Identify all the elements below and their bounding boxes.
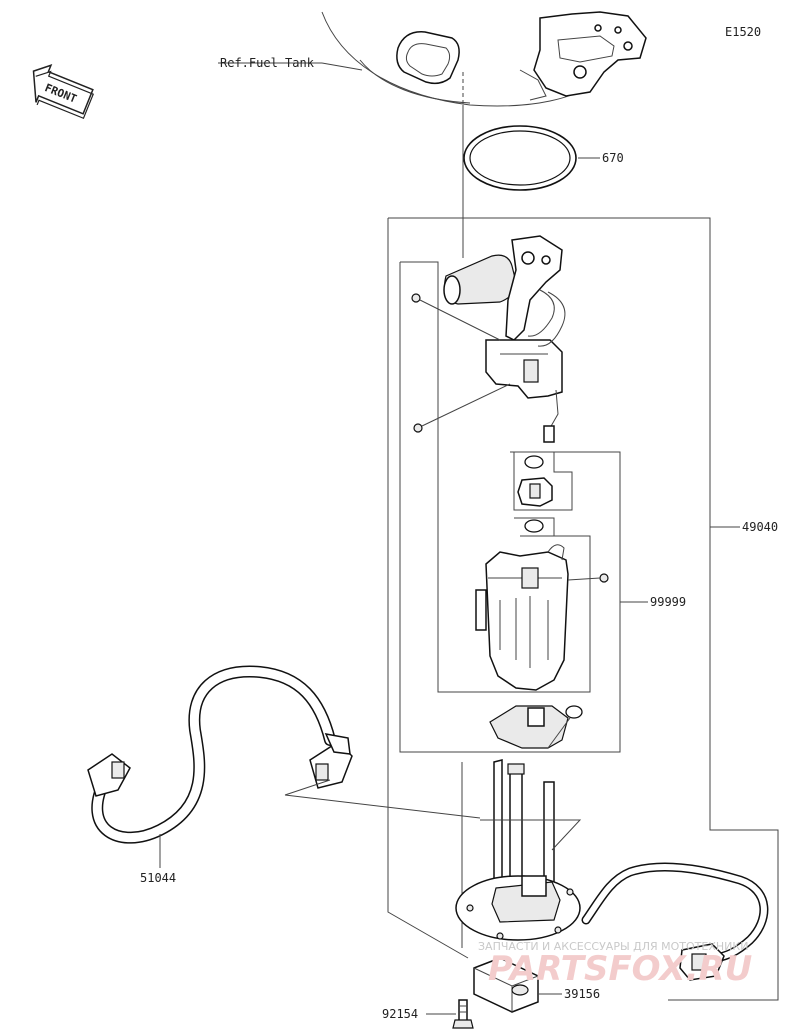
fuel-hose-part	[87, 665, 353, 844]
fuel-tank-reference	[321, 11, 647, 107]
part-label-49040: 49040	[742, 520, 778, 534]
assembly-bracket-49040	[388, 217, 779, 1001]
part-label-670: 670	[602, 151, 624, 165]
part-label-39156: 39156	[564, 987, 600, 1001]
pump-flange-part	[455, 759, 582, 948]
part-label-92154: 92154	[382, 1007, 418, 1021]
assembly-bracket-99999	[400, 261, 591, 693]
o-ring-part	[463, 125, 577, 191]
watermark-caption: ЗАПЧАСТИ И АКСЕССУАРЫ ДЛЯ МОТОТЕХНИКИ	[478, 940, 748, 953]
screw-part	[411, 293, 511, 433]
wiring-harness-part	[581, 862, 769, 981]
pump-head-part	[443, 235, 566, 443]
fuel-pump-canister-part	[475, 544, 609, 691]
watermark-brand: PARTSFOX.RU	[488, 949, 752, 989]
diagram-id: E1520	[725, 25, 761, 39]
part-label-99999: 99999	[650, 595, 686, 609]
filter-base-part	[489, 705, 583, 749]
bolt-part	[452, 999, 474, 1029]
front-direction-icon: FRONT	[32, 64, 95, 120]
damper-part	[473, 957, 539, 1013]
reference-label: Ref.Fuel Tank	[220, 56, 315, 70]
fitting-parts	[513, 451, 573, 536]
part-label-51044: 51044	[140, 871, 176, 885]
